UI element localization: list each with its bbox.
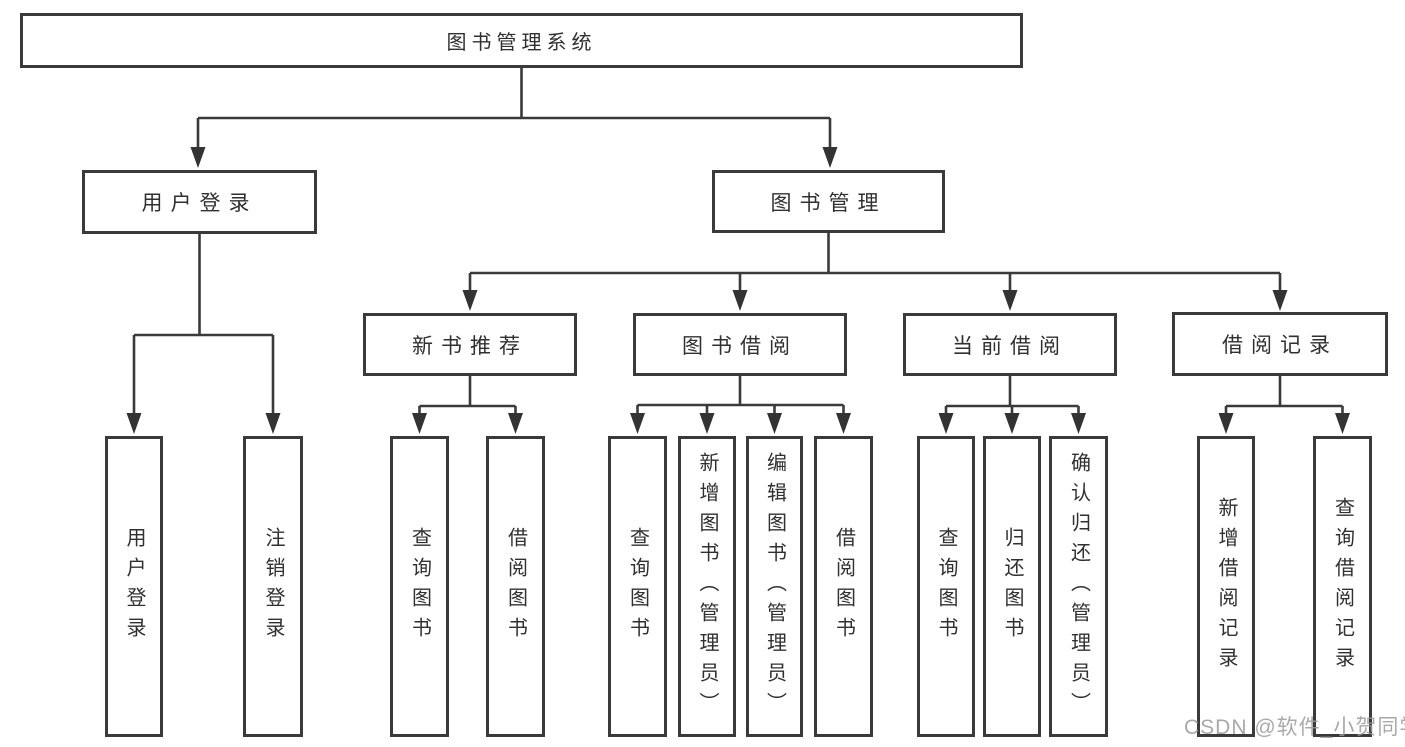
arrow-down-icon (836, 413, 851, 434)
arrow-down-icon (822, 147, 838, 168)
node-label: 当前借阅 (952, 334, 1068, 358)
leaf-label: 新增图书（管理员） (696, 451, 718, 722)
leaf-label: 新增借阅记录 (1215, 496, 1237, 677)
arrow-down-icon (462, 290, 478, 311)
edge-records-leaves (1224, 376, 1344, 417)
node-label: 图书管理 (770, 191, 887, 215)
edge-new-books-leaves (418, 376, 517, 417)
leaf-label: 借阅图书 (832, 526, 855, 647)
leaf-confirm-return-admin: 确认归还（管理员） (1049, 436, 1108, 737)
arrow-down-icon (732, 290, 748, 311)
leaf-label: 归还图书 (1001, 526, 1023, 647)
leaf-label: 查询图书 (408, 526, 431, 647)
arrow-down-icon (699, 413, 715, 434)
arrow-down-icon (1004, 413, 1020, 434)
arrow-down-icon (1272, 290, 1288, 311)
arrow-down-icon (126, 413, 142, 434)
edge-book-mgmt-modules (468, 233, 1282, 294)
arrow-down-icon (630, 413, 645, 434)
edge-borrowing-leaves (636, 376, 845, 417)
node-current-borrowing: 当前借阅 (903, 313, 1117, 376)
arrowheads (126, 147, 1350, 434)
leaf-query-books-borrowing: 查询图书 (608, 436, 667, 737)
node-label: 图书借阅 (682, 334, 798, 358)
edge-user-login-leaves (132, 234, 275, 416)
node-book-management: 图书管理 (712, 170, 945, 233)
leaf-label: 查询借阅记录 (1331, 496, 1354, 677)
node-label: 用户登录 (141, 192, 258, 215)
leaf-label: 借阅图书 (504, 526, 527, 647)
arrow-down-icon (190, 147, 206, 168)
leaf-return-books: 归还图书 (983, 436, 1041, 737)
leaf-add-borrow-record: 新增借阅记录 (1197, 436, 1255, 737)
leaf-logout: 注销登录 (243, 436, 303, 737)
leaf-label: 用户登录 (123, 526, 145, 647)
edge-root-to-branches (196, 68, 832, 150)
node-label: 图书管理系统 (446, 32, 597, 54)
arrow-down-icon (412, 413, 427, 434)
leaf-label: 查询图书 (626, 526, 649, 647)
leaf-add-books-admin: 新增图书（管理员） (678, 436, 736, 737)
arrow-down-icon (1218, 413, 1234, 434)
arrow-down-icon (767, 413, 782, 434)
node-book-borrowing: 图书借阅 (633, 313, 847, 376)
leaf-label: 确认归还（管理员） (1067, 451, 1090, 722)
arrow-down-icon (1335, 413, 1350, 434)
leaf-edit-books-admin: 编辑图书（管理员） (746, 436, 803, 737)
arrow-down-icon (938, 413, 954, 434)
edge-current-leaves (944, 376, 1080, 417)
arrow-down-icon (1071, 413, 1086, 434)
leaf-query-borrow-record: 查询借阅记录 (1313, 436, 1372, 737)
leaf-user-login: 用户登录 (105, 436, 163, 737)
node-borrowing-records: 借阅记录 (1172, 312, 1388, 376)
watermark: CSDN @软件_小贺同学 (1184, 716, 1405, 739)
node-new-book-recommend: 新书推荐 (363, 313, 577, 376)
leaf-label: 注销登录 (262, 526, 284, 647)
node-root-system: 图书管理系统 (20, 13, 1023, 68)
arrow-down-icon (265, 413, 281, 434)
arrow-down-icon (1002, 290, 1018, 311)
arrow-down-icon (508, 413, 523, 434)
leaf-query-books-current: 查询图书 (917, 436, 975, 737)
leaf-borrow-books-recommend: 借阅图书 (486, 436, 545, 737)
leaf-borrow-books: 借阅图书 (814, 436, 873, 737)
leaf-label: 查询图书 (935, 526, 957, 647)
node-label: 新书推荐 (412, 334, 528, 358)
node-label: 借阅记录 (1222, 334, 1338, 357)
leaf-label: 编辑图书（管理员） (763, 451, 786, 722)
node-user-login: 用户登录 (82, 170, 317, 234)
leaf-query-books-recommend: 查询图书 (390, 436, 449, 737)
